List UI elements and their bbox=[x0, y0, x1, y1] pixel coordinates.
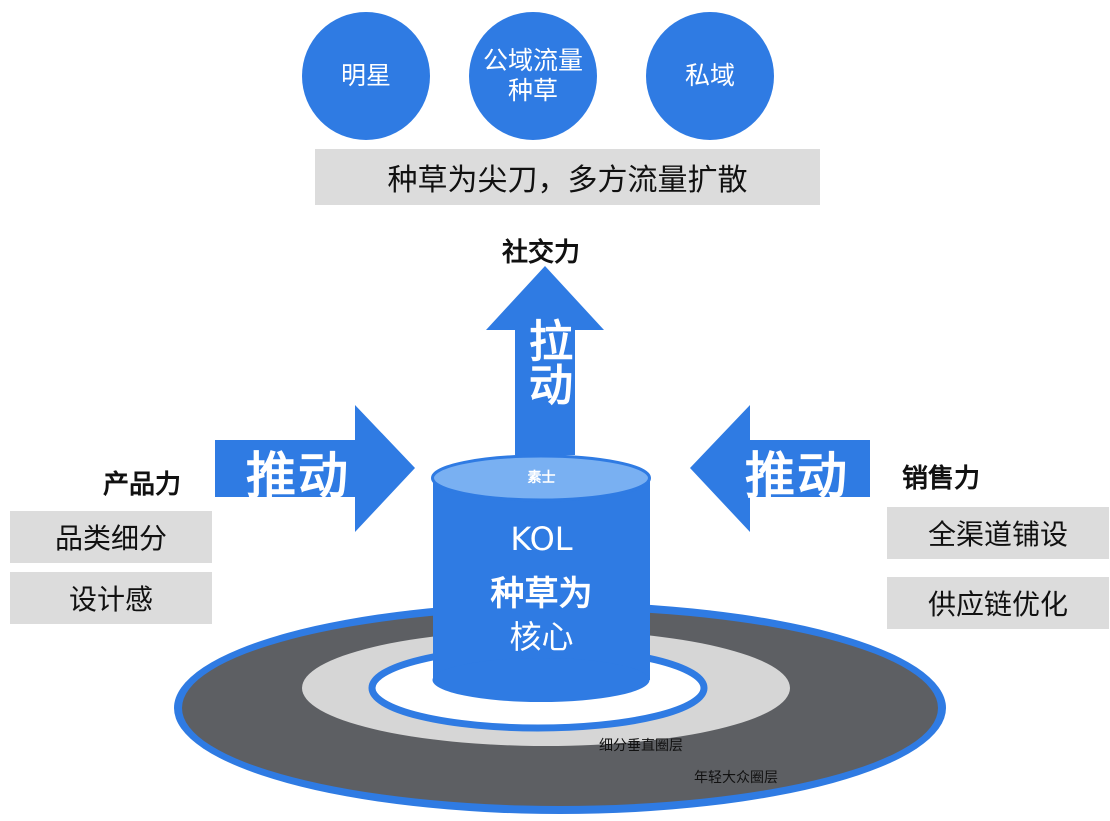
circle-public-traffic: 公域流量 种草 bbox=[469, 12, 597, 140]
top-banner: 种草为尖刀，多方流量扩散 bbox=[315, 149, 820, 205]
circle-private-domain-label: 私域 bbox=[684, 61, 735, 90]
product-item-2-label: 设计感 bbox=[68, 583, 153, 616]
sales-item-2-label: 供应链优化 bbox=[927, 588, 1068, 621]
sales-item-1: 全渠道铺设 bbox=[887, 507, 1109, 559]
cylinder-body bbox=[433, 478, 650, 680]
right-arrow bbox=[690, 405, 870, 532]
circle-celebrity-label: 明星 bbox=[340, 61, 391, 90]
outer-ring-label: 年轻大众圈层 bbox=[694, 770, 778, 786]
circle-celebrity: 明星 bbox=[302, 12, 430, 140]
cylinder-line-kol: KOL bbox=[510, 520, 573, 558]
top-banner-text: 种草为尖刀，多方流量扩散 bbox=[387, 163, 748, 198]
circle-public-traffic-label: 公域流量 种草 bbox=[482, 46, 583, 105]
left-arrow bbox=[215, 405, 415, 532]
up-arrow bbox=[486, 266, 604, 455]
cylinder-bottom bbox=[432, 658, 650, 702]
left-arrow-text: 推动 bbox=[246, 447, 350, 505]
cylinder-line-core-bold: 种草为 bbox=[490, 574, 593, 614]
cylinder-line-core: 核心 bbox=[509, 618, 574, 656]
product-item-2: 设计感 bbox=[10, 572, 212, 624]
product-item-1-label: 品类细分 bbox=[54, 522, 167, 555]
cylinder-top bbox=[431, 454, 651, 502]
social-power-title: 社交力 bbox=[502, 238, 581, 268]
product-item-1: 品类细分 bbox=[10, 511, 212, 563]
right-arrow-text: 推动 bbox=[745, 447, 849, 505]
sales-power-title: 销售力 bbox=[902, 464, 981, 494]
sales-item-2: 供应链优化 bbox=[887, 577, 1109, 629]
cylinder-cap-label: 素士 bbox=[527, 470, 556, 486]
sales-item-1-label: 全渠道铺设 bbox=[927, 518, 1068, 551]
up-arrow-text: 拉动 bbox=[521, 318, 572, 406]
circle-private-domain: 私域 bbox=[646, 12, 774, 140]
inner-ring-label: 细分垂直圈层 bbox=[599, 738, 683, 754]
product-power-title: 产品力 bbox=[103, 470, 182, 500]
